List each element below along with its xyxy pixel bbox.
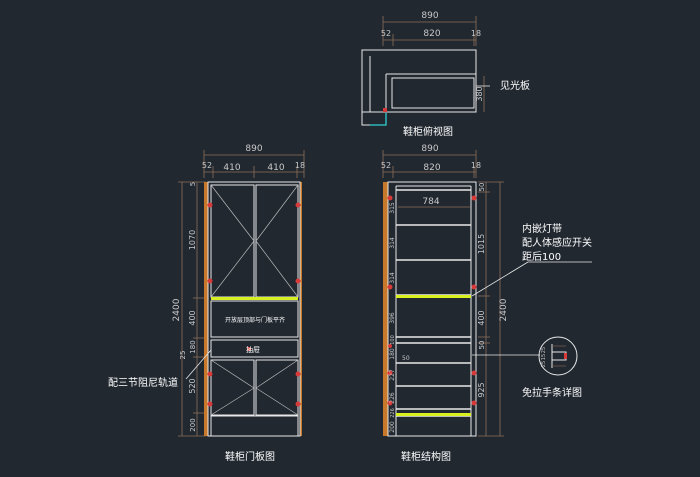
door-upper-height: 1070 xyxy=(188,230,197,250)
door-rail-note: 配三节阻尼轨道 xyxy=(108,376,178,389)
plan-dimensions xyxy=(382,16,485,112)
plan-view: 890 52 820 18 380 见光板 鞋柜俯视图 xyxy=(361,11,530,138)
shelf-dim-4: 396 xyxy=(389,312,396,324)
structure-overall-dim: 890 xyxy=(421,144,438,154)
door-drawer-text: 抽屉 xyxy=(246,345,260,354)
plan-caption: 鞋柜俯视图 xyxy=(403,125,453,138)
door-left-dim: 52 xyxy=(202,161,212,170)
shelf-dim-3: 314 xyxy=(389,272,396,284)
structure-upper-height: 1015 xyxy=(477,234,486,254)
structure-open-height: 400 xyxy=(477,310,486,325)
door-hinges xyxy=(207,202,301,407)
structure-inner-dim: 784 xyxy=(422,197,439,207)
structure-drawer-height: 50 xyxy=(478,341,486,350)
door-frame xyxy=(207,181,301,437)
door-rail-leader xyxy=(185,349,212,380)
door-b-dim: 410 xyxy=(267,163,284,173)
shelf-dim-7: 227 xyxy=(389,369,396,381)
structure-top-height: 50 xyxy=(478,183,486,192)
plan-middle-dim: 820 xyxy=(423,29,440,39)
led-note-line-2: 配人体感应开关 xyxy=(522,236,592,249)
shelf-dim-6: 180 xyxy=(389,348,396,360)
plan-visible-panel-note: 见光板 xyxy=(500,79,530,92)
door-open-height: 400 xyxy=(188,310,197,325)
structure-lower-height: 925 xyxy=(477,382,486,397)
door-overall-dim: 890 xyxy=(245,144,262,154)
led-leader xyxy=(471,261,592,297)
shelf-dim-9: 226 xyxy=(390,408,396,418)
structure-mid-label: 50 xyxy=(402,355,410,362)
structure-left-dim: 52 xyxy=(381,161,391,170)
structure-frame xyxy=(387,181,477,437)
door-dimensions xyxy=(178,150,305,437)
structure-brackets xyxy=(387,195,477,406)
plan-right-dim: 18 xyxy=(471,29,481,38)
door-gap-height: 25 xyxy=(179,351,187,360)
detail-note: 免拉手条详图 xyxy=(522,386,582,399)
detail-circle xyxy=(538,336,578,376)
door-lower-height: 520 xyxy=(188,378,197,393)
door-a-dim: 410 xyxy=(223,163,240,173)
plan-depth-dim: 380 xyxy=(475,86,484,101)
shelf-dim-8: 226 xyxy=(389,392,396,404)
shelf-dim-5: 100 xyxy=(390,335,396,345)
door-top-gap: 5 xyxy=(189,182,197,186)
door-swing-lines xyxy=(210,184,299,416)
plan-overall-dim: 890 xyxy=(421,11,438,21)
structure-led-strips xyxy=(396,295,471,416)
structure-total-height: 2400 xyxy=(499,298,509,321)
door-view: 890 52 410 410 18 2400 5 1070 400 180 25… xyxy=(108,144,305,463)
plan-left-dim: 52 xyxy=(381,29,391,38)
plan-cyan-detail xyxy=(370,113,387,126)
shelf-dim-2: 314 xyxy=(389,237,396,249)
door-caption: 鞋柜门板图 xyxy=(225,450,275,463)
structure-middle-dim: 820 xyxy=(423,163,440,173)
structure-caption: 鞋柜结构图 xyxy=(401,450,451,463)
door-left-side-panel xyxy=(204,182,208,436)
structure-view: 890 52 820 18 784 2400 50 1015 400 50 92… xyxy=(381,144,592,463)
plan-cabinet-outline xyxy=(361,49,477,126)
door-total-height: 2400 xyxy=(172,298,182,321)
detail-dim-2: 15 xyxy=(541,354,547,360)
door-right-dim: 18 xyxy=(295,161,305,170)
shelf-dim-1: 315 xyxy=(389,202,396,214)
structure-dimensions xyxy=(382,150,504,437)
structure-shelves xyxy=(396,189,471,417)
led-note-line-3: 距后100 xyxy=(522,251,561,263)
door-base-height: 200 xyxy=(189,418,197,431)
door-open-shelf-text: 开放层顶部与门板平齐 xyxy=(225,316,285,324)
led-note-line-1: 内嵌灯带 xyxy=(522,222,562,235)
detail-dim-3: 25 xyxy=(541,361,547,367)
door-right-side-panel xyxy=(300,182,302,436)
plan-hinge-marker xyxy=(383,108,387,112)
detail-dim-1: 25 xyxy=(541,347,547,353)
shelf-dim-10: 200 xyxy=(389,421,396,433)
structure-left-panel xyxy=(383,182,388,436)
door-drawer-height: 180 xyxy=(189,340,197,353)
structure-right-dim: 18 xyxy=(471,161,481,170)
door-led-strip xyxy=(211,297,298,300)
